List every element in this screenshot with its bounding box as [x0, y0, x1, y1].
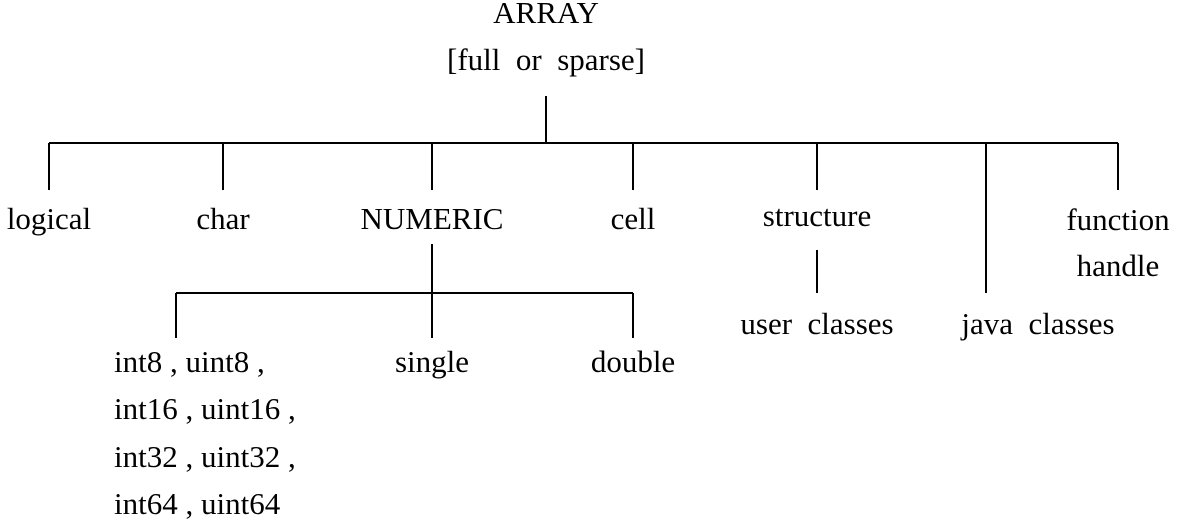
node-char: char	[196, 201, 250, 236]
node-user-classes: user classes	[740, 306, 894, 341]
node-integers-line4: int64 , uint64	[114, 486, 281, 521]
node-structure: structure	[762, 198, 872, 233]
node-integers-line3: int32 , uint32 ,	[114, 439, 296, 474]
node-function-handle-line1: function	[1066, 202, 1170, 237]
node-integers-line2: int16 , uint16 ,	[114, 391, 296, 426]
node-logical: logical	[6, 201, 92, 236]
node-integers-line1: int8 , uint8 ,	[114, 344, 265, 379]
node-single: single	[394, 344, 470, 379]
node-function-handle-line2: handle	[1076, 248, 1160, 283]
node-numeric: NUMERIC	[360, 201, 504, 236]
node-cell: cell	[610, 201, 656, 236]
node-java-classes: java classes	[961, 306, 1115, 341]
node-double: double	[590, 344, 676, 379]
root-subtitle: [full or sparse]	[447, 42, 645, 77]
root-title: ARRAY	[493, 0, 599, 30]
